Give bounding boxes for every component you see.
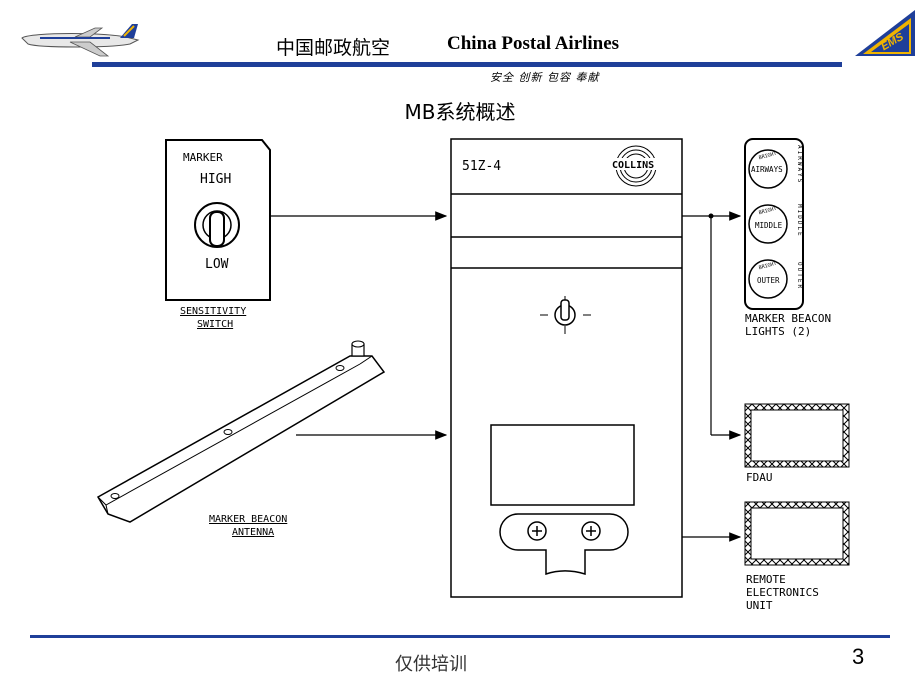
reu-caption-2: ELECTRONICS xyxy=(746,586,819,599)
page-number: 3 xyxy=(852,644,865,669)
outer-lamp: BRIGHT OUTER xyxy=(748,259,788,299)
header-title-en: China Postal Airlines xyxy=(447,33,620,54)
switch-caption-1: SENSITIVITY xyxy=(180,306,246,317)
lamp-label-outer: OUTER xyxy=(757,276,780,285)
antenna-caption-1: MARKER BEACON xyxy=(209,514,287,525)
toggle-icon xyxy=(194,202,240,248)
test-switch-icon xyxy=(540,296,591,334)
marker-beacon-lights: BRIGHT AIRWAYS BRIGHT MIDDLE BRIGHT OUTE… xyxy=(744,138,831,338)
side-label-outer: OUTER xyxy=(796,262,803,290)
lamp-label-middle: MIDDLE xyxy=(755,221,783,230)
footer-text: 仅供培训 xyxy=(395,654,467,675)
svg-text:BRIGHT: BRIGHT xyxy=(758,261,777,271)
connector xyxy=(499,513,629,576)
footer-divider xyxy=(30,635,890,638)
lights-caption-1: MARKER BEACON xyxy=(745,312,831,325)
receiver-model: 51Z-4 xyxy=(462,159,501,174)
header-divider xyxy=(92,62,842,67)
switch-high-label: HIGH xyxy=(200,172,231,187)
antenna-caption-2: ANTENNA xyxy=(232,527,274,538)
reu-caption-1: REMOTE xyxy=(746,573,786,586)
collins-brand: COLLINS xyxy=(612,160,654,171)
airways-lamp: BRIGHT AIRWAYS xyxy=(748,149,788,189)
header-title-cn: 中国邮政航空 xyxy=(276,37,391,59)
fdau-box: FDAU xyxy=(744,403,850,484)
lights-caption-2: LIGHTS (2) xyxy=(745,325,811,338)
reu-box: REMOTE ELECTRONICS UNIT xyxy=(744,501,850,612)
fdau-caption: FDAU xyxy=(746,471,773,484)
header-motto: 安全 创新 包容 奉献 xyxy=(490,71,600,84)
switch-caption-2: SWITCH xyxy=(197,319,233,330)
side-label-airways: AIRWAYS xyxy=(796,145,803,184)
svg-text:BRIGHT: BRIGHT xyxy=(758,151,777,161)
reu-caption-3: UNIT xyxy=(746,599,773,612)
side-label-middle: MIDDLE xyxy=(796,204,803,238)
collins-logo: COLLINS xyxy=(612,145,660,187)
switch-marker-label: MARKER xyxy=(183,151,223,164)
sensitivity-switch: MARKER HIGH LOW SENSITIVITY SWITCH xyxy=(165,139,271,330)
middle-lamp: BRIGHT MIDDLE xyxy=(748,204,788,244)
marker-beacon-antenna: MARKER BEACON ANTENNA xyxy=(96,340,386,538)
slide-title: MB系统概述 xyxy=(404,100,516,124)
receiver-51z4: 51Z-4 COLLINS xyxy=(450,138,683,598)
switch-low-label: LOW xyxy=(205,257,229,272)
lamp-label-airways: AIRWAYS xyxy=(751,165,783,174)
svg-text:BRIGHT: BRIGHT xyxy=(758,206,777,216)
